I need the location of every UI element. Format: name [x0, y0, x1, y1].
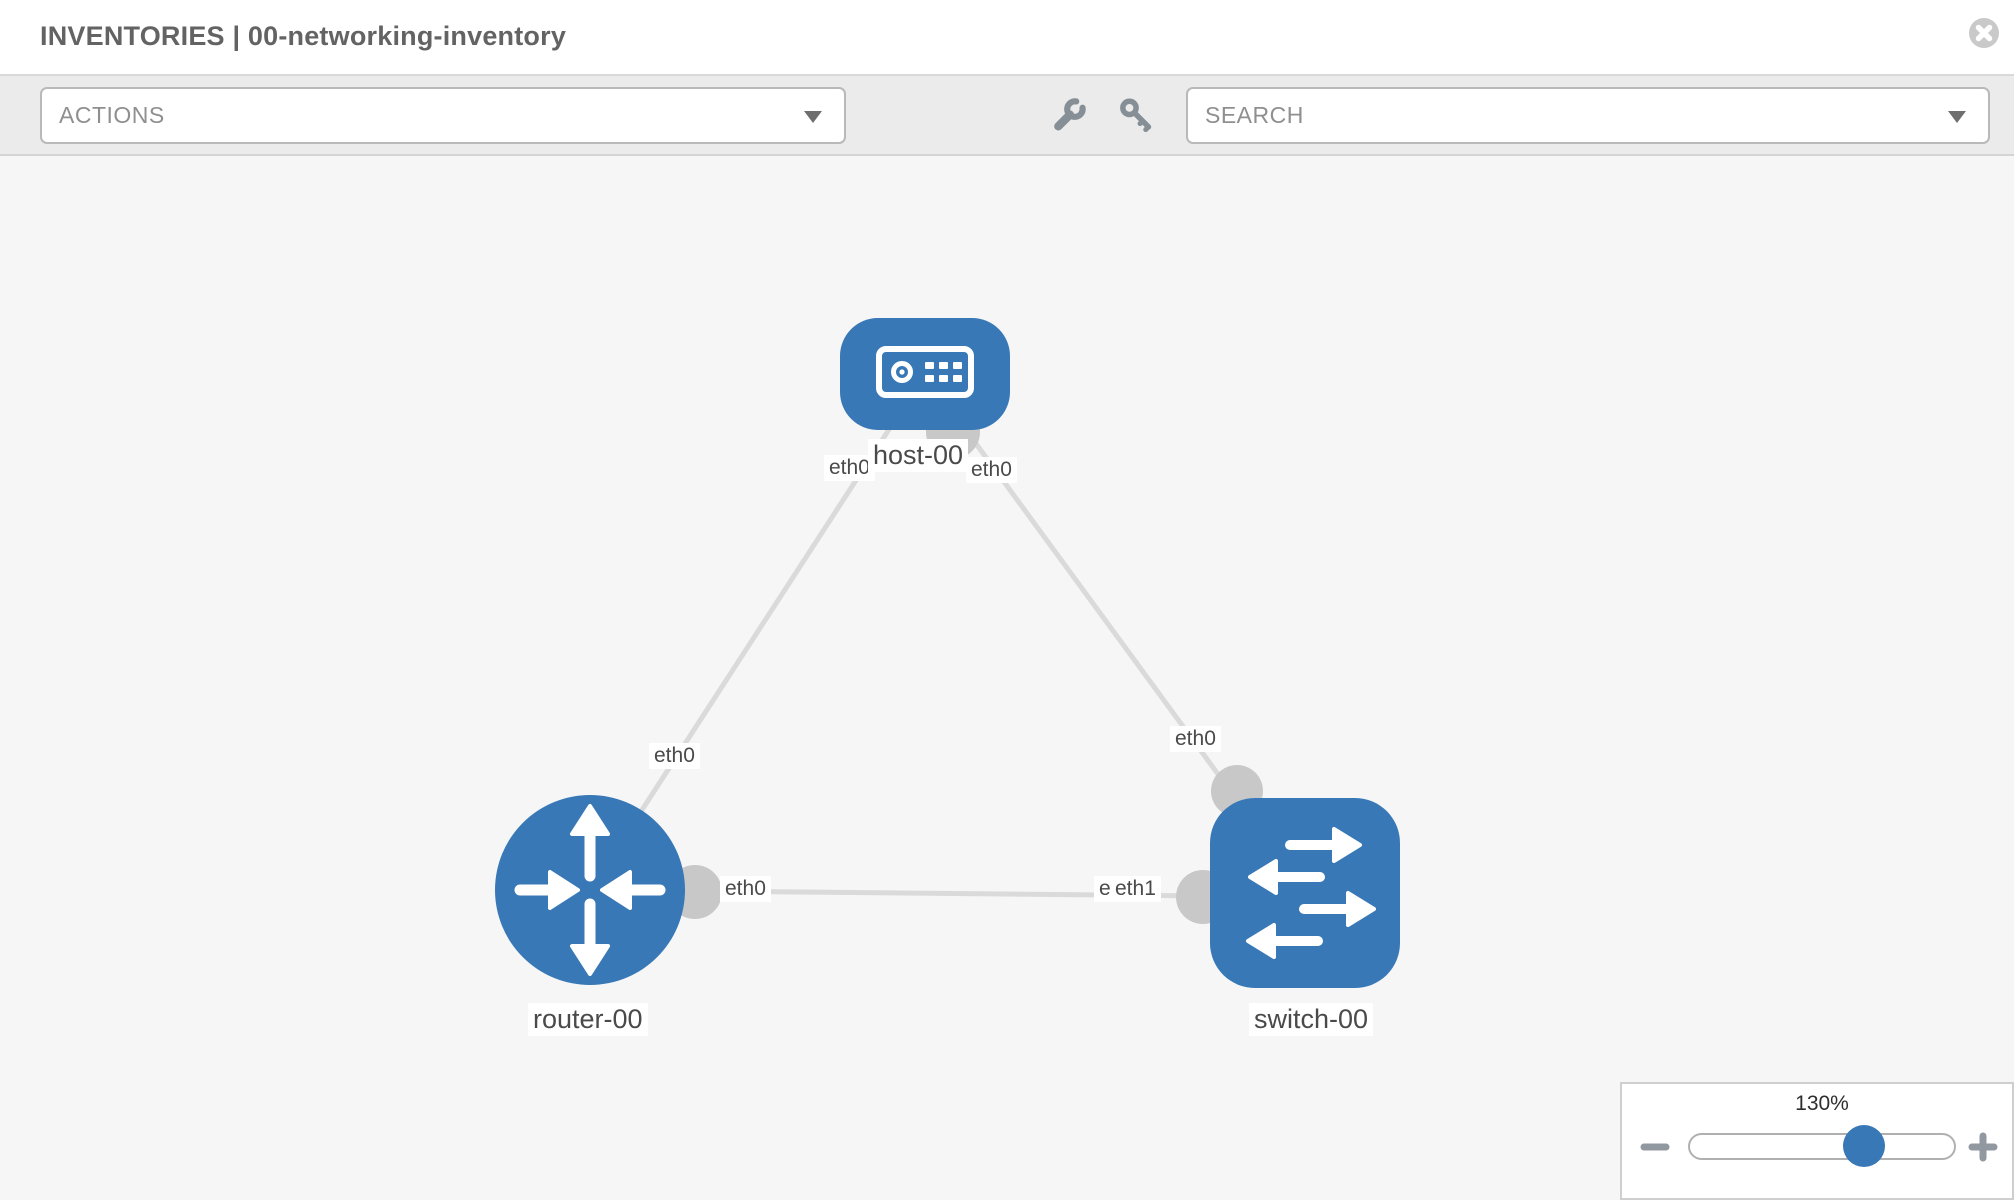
- close-icon: [1969, 18, 1999, 48]
- router-icon: [514, 804, 666, 976]
- wrench-button[interactable]: [1050, 96, 1088, 134]
- zoom-in-button[interactable]: [1968, 1132, 1998, 1162]
- interface-label-router-top: eth0: [649, 743, 700, 770]
- switch-icon: [1246, 827, 1376, 959]
- toolbar: ACTIONS SEARCH: [0, 76, 2014, 156]
- zoom-slider-track[interactable]: [1688, 1133, 1956, 1160]
- page-header: INVENTORIES | 00-networking-inventory: [0, 0, 2014, 76]
- node-switch[interactable]: [1210, 798, 1400, 988]
- topology-canvas[interactable]: eth0 host-00 eth0 eth0 eth0 eth0 eth0 et…: [0, 156, 2014, 1200]
- interface-label-host-left: eth0: [824, 455, 875, 482]
- host-icon: [876, 346, 974, 398]
- interface-label-router-right: eth0: [720, 876, 771, 903]
- zoom-panel: 130%: [1620, 1082, 2014, 1200]
- node-label-switch: switch-00: [1249, 1003, 1374, 1037]
- actions-dropdown-label: ACTIONS: [59, 102, 165, 128]
- interface-label-switch-left: eth1: [1110, 876, 1161, 903]
- key-icon: [1120, 98, 1152, 133]
- minus-icon: [1640, 1143, 1670, 1151]
- chevron-down-icon: [1948, 111, 1966, 123]
- chevron-down-icon: [804, 111, 822, 123]
- wrench-icon: [1054, 98, 1086, 131]
- interface-label-host-right: eth0: [966, 457, 1017, 484]
- interface-label-switch-top: eth0: [1170, 726, 1221, 753]
- actions-dropdown[interactable]: ACTIONS: [40, 87, 846, 144]
- page-title: INVENTORIES | 00-networking-inventory: [40, 21, 567, 51]
- plus-icon: [1968, 1132, 1998, 1162]
- search-dropdown[interactable]: SEARCH: [1186, 87, 1990, 144]
- zoom-out-button[interactable]: [1640, 1132, 1670, 1162]
- node-host[interactable]: [840, 318, 1010, 430]
- node-router[interactable]: [495, 795, 685, 985]
- zoom-slider-handle[interactable]: [1843, 1125, 1885, 1167]
- close-button[interactable]: [1968, 17, 2000, 49]
- node-label-host: host-00: [868, 439, 969, 473]
- zoom-level-label: 130%: [1795, 1092, 1849, 1115]
- node-label-router: router-00: [528, 1003, 648, 1037]
- key-button[interactable]: [1117, 96, 1155, 134]
- search-dropdown-label: SEARCH: [1205, 102, 1304, 128]
- topology-svg: [495, 318, 1400, 988]
